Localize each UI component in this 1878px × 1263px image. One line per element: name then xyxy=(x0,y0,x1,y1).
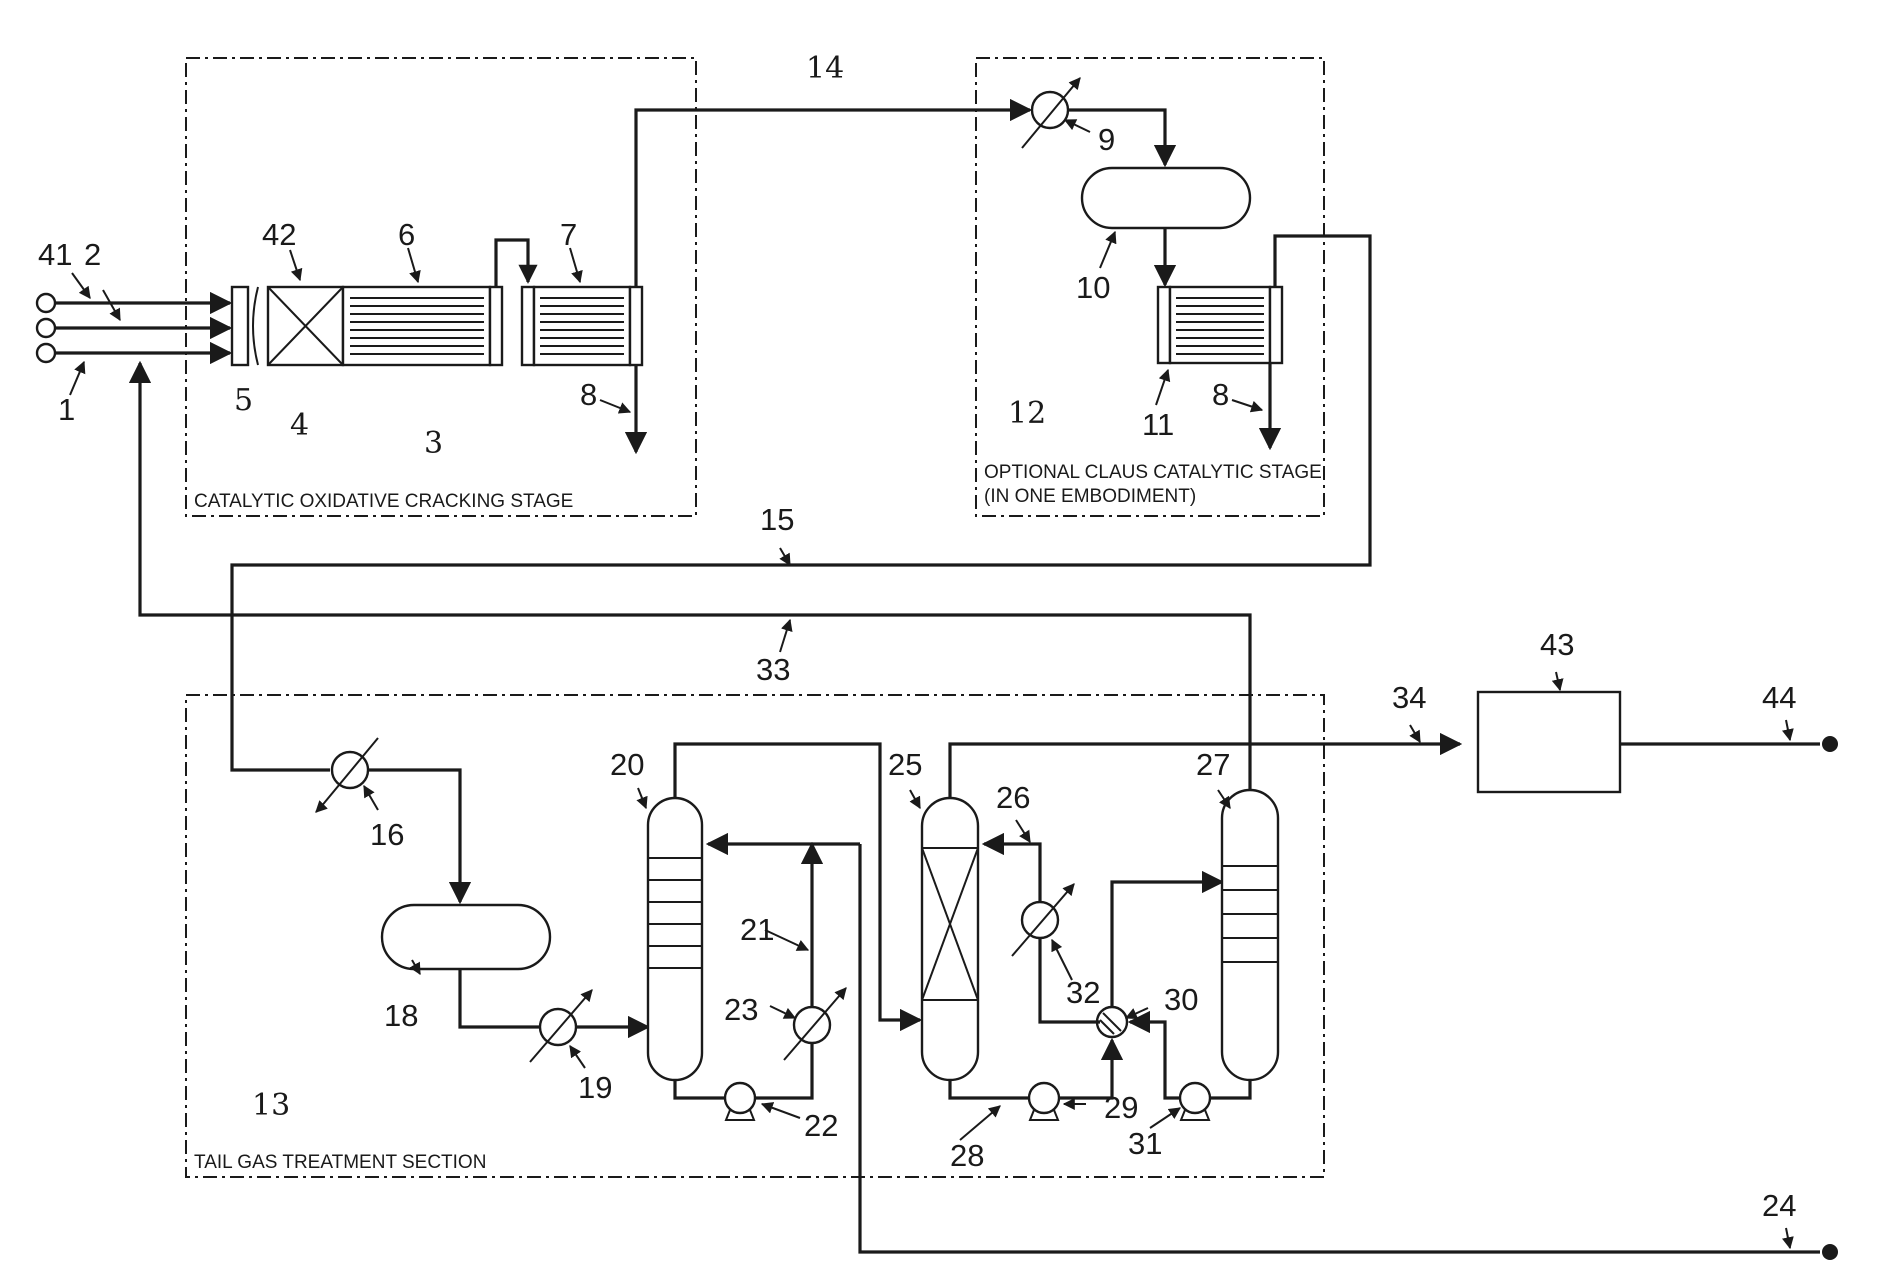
cooler-32 xyxy=(1012,884,1074,956)
feed-inlet-1 xyxy=(37,344,55,362)
column-20-bottoms xyxy=(675,1080,725,1098)
burner-cap xyxy=(253,287,258,365)
ref-5: 5 xyxy=(234,383,253,418)
cooler-16 xyxy=(316,738,378,812)
tube-sheet-7-left xyxy=(522,287,534,365)
ref-2: 2 xyxy=(84,237,101,272)
quench-column-20 xyxy=(648,798,702,1080)
ref-21: 21 xyxy=(740,912,774,947)
pump-22 xyxy=(725,1083,755,1120)
ref-6: 6 xyxy=(398,217,415,252)
ref-13: 13 xyxy=(252,1088,290,1123)
ref-29: 29 xyxy=(1104,1090,1138,1125)
absorber-25-bottoms xyxy=(950,1080,1028,1098)
regenerator-bottoms xyxy=(1210,1080,1250,1098)
ref-7: 7 xyxy=(560,217,577,252)
ref-12: 12 xyxy=(1008,396,1046,431)
ref-22: 22 xyxy=(804,1108,838,1143)
regenerator-27 xyxy=(1222,790,1278,1080)
cooler-9 xyxy=(1022,78,1080,148)
ref-32: 32 xyxy=(1066,975,1100,1010)
ref-31: 31 xyxy=(1128,1126,1162,1161)
ref-19: 19 xyxy=(578,1070,612,1105)
pump-29 xyxy=(1029,1083,1059,1120)
outlet-44 xyxy=(1822,736,1838,752)
tube-sheet-7-right xyxy=(630,287,642,365)
ref-34: 34 xyxy=(1392,680,1426,715)
ref-41: 41 xyxy=(38,237,72,272)
claus-converter-11 xyxy=(1158,287,1282,363)
ref-18: 18 xyxy=(384,998,418,1033)
vessel-18 xyxy=(382,905,550,969)
feed-inlet-2 xyxy=(37,319,55,337)
pump-22-discharge xyxy=(755,1043,812,1098)
lean-amine-line xyxy=(1130,1022,1180,1098)
sour-water-line-24 xyxy=(860,844,1820,1252)
ref-26: 26 xyxy=(996,780,1030,815)
unit-43 xyxy=(1478,692,1620,792)
ref-23: 23 xyxy=(724,992,758,1027)
ref-15: 15 xyxy=(760,502,794,537)
ref-8-left: 8 xyxy=(580,377,597,412)
ref-27: 27 xyxy=(1196,747,1230,782)
ref-16: 16 xyxy=(370,817,404,852)
ref-42: 42 xyxy=(262,217,296,252)
ref-1: 1 xyxy=(58,392,75,427)
ref-43: 43 xyxy=(1540,627,1574,662)
ref-9: 9 xyxy=(1098,122,1115,157)
interconnect-6-7 xyxy=(496,240,528,287)
claus-stage-label-line2: (IN ONE EMBODIMENT) xyxy=(984,486,1196,507)
ref-33: 33 xyxy=(756,652,790,687)
vessel-10 xyxy=(1082,168,1250,228)
feed-inlet-41 xyxy=(37,294,55,312)
vessel-18-outlet xyxy=(460,969,540,1027)
burner-5 xyxy=(232,287,248,365)
column-20-overhead xyxy=(675,744,920,1020)
ref-20: 20 xyxy=(610,747,644,782)
exchanger-30 xyxy=(1097,1007,1127,1037)
claus-stage-label-line1: OPTIONAL CLAUS CATALYTIC STAGE xyxy=(984,462,1322,483)
absorber-25 xyxy=(922,798,978,1080)
tube-sheet-6 xyxy=(490,287,502,365)
outlet-24 xyxy=(1822,1244,1838,1260)
ref-25: 25 xyxy=(888,747,922,782)
ref-28: 28 xyxy=(950,1138,984,1173)
cooler-23 xyxy=(784,988,846,1060)
ref-3: 3 xyxy=(424,426,443,461)
cracking-stage-label: CATALYTIC OXIDATIVE CRACKING STAGE xyxy=(194,491,573,512)
ref-24: 24 xyxy=(1762,1188,1796,1223)
ref-11: 11 xyxy=(1142,407,1174,442)
ref-14: 14 xyxy=(806,51,844,86)
feed-inlets xyxy=(37,294,230,362)
pump-31 xyxy=(1180,1083,1210,1120)
cooler-9-outlet xyxy=(1068,110,1165,165)
ref-10: 10 xyxy=(1076,270,1110,305)
ref-44: 44 xyxy=(1762,680,1796,715)
ref-8-right: 8 xyxy=(1212,377,1229,412)
ref-30: 30 xyxy=(1164,982,1198,1017)
tail-gas-section-label: TAIL GAS TREATMENT SECTION xyxy=(194,1152,486,1173)
ref-4: 4 xyxy=(290,408,309,443)
